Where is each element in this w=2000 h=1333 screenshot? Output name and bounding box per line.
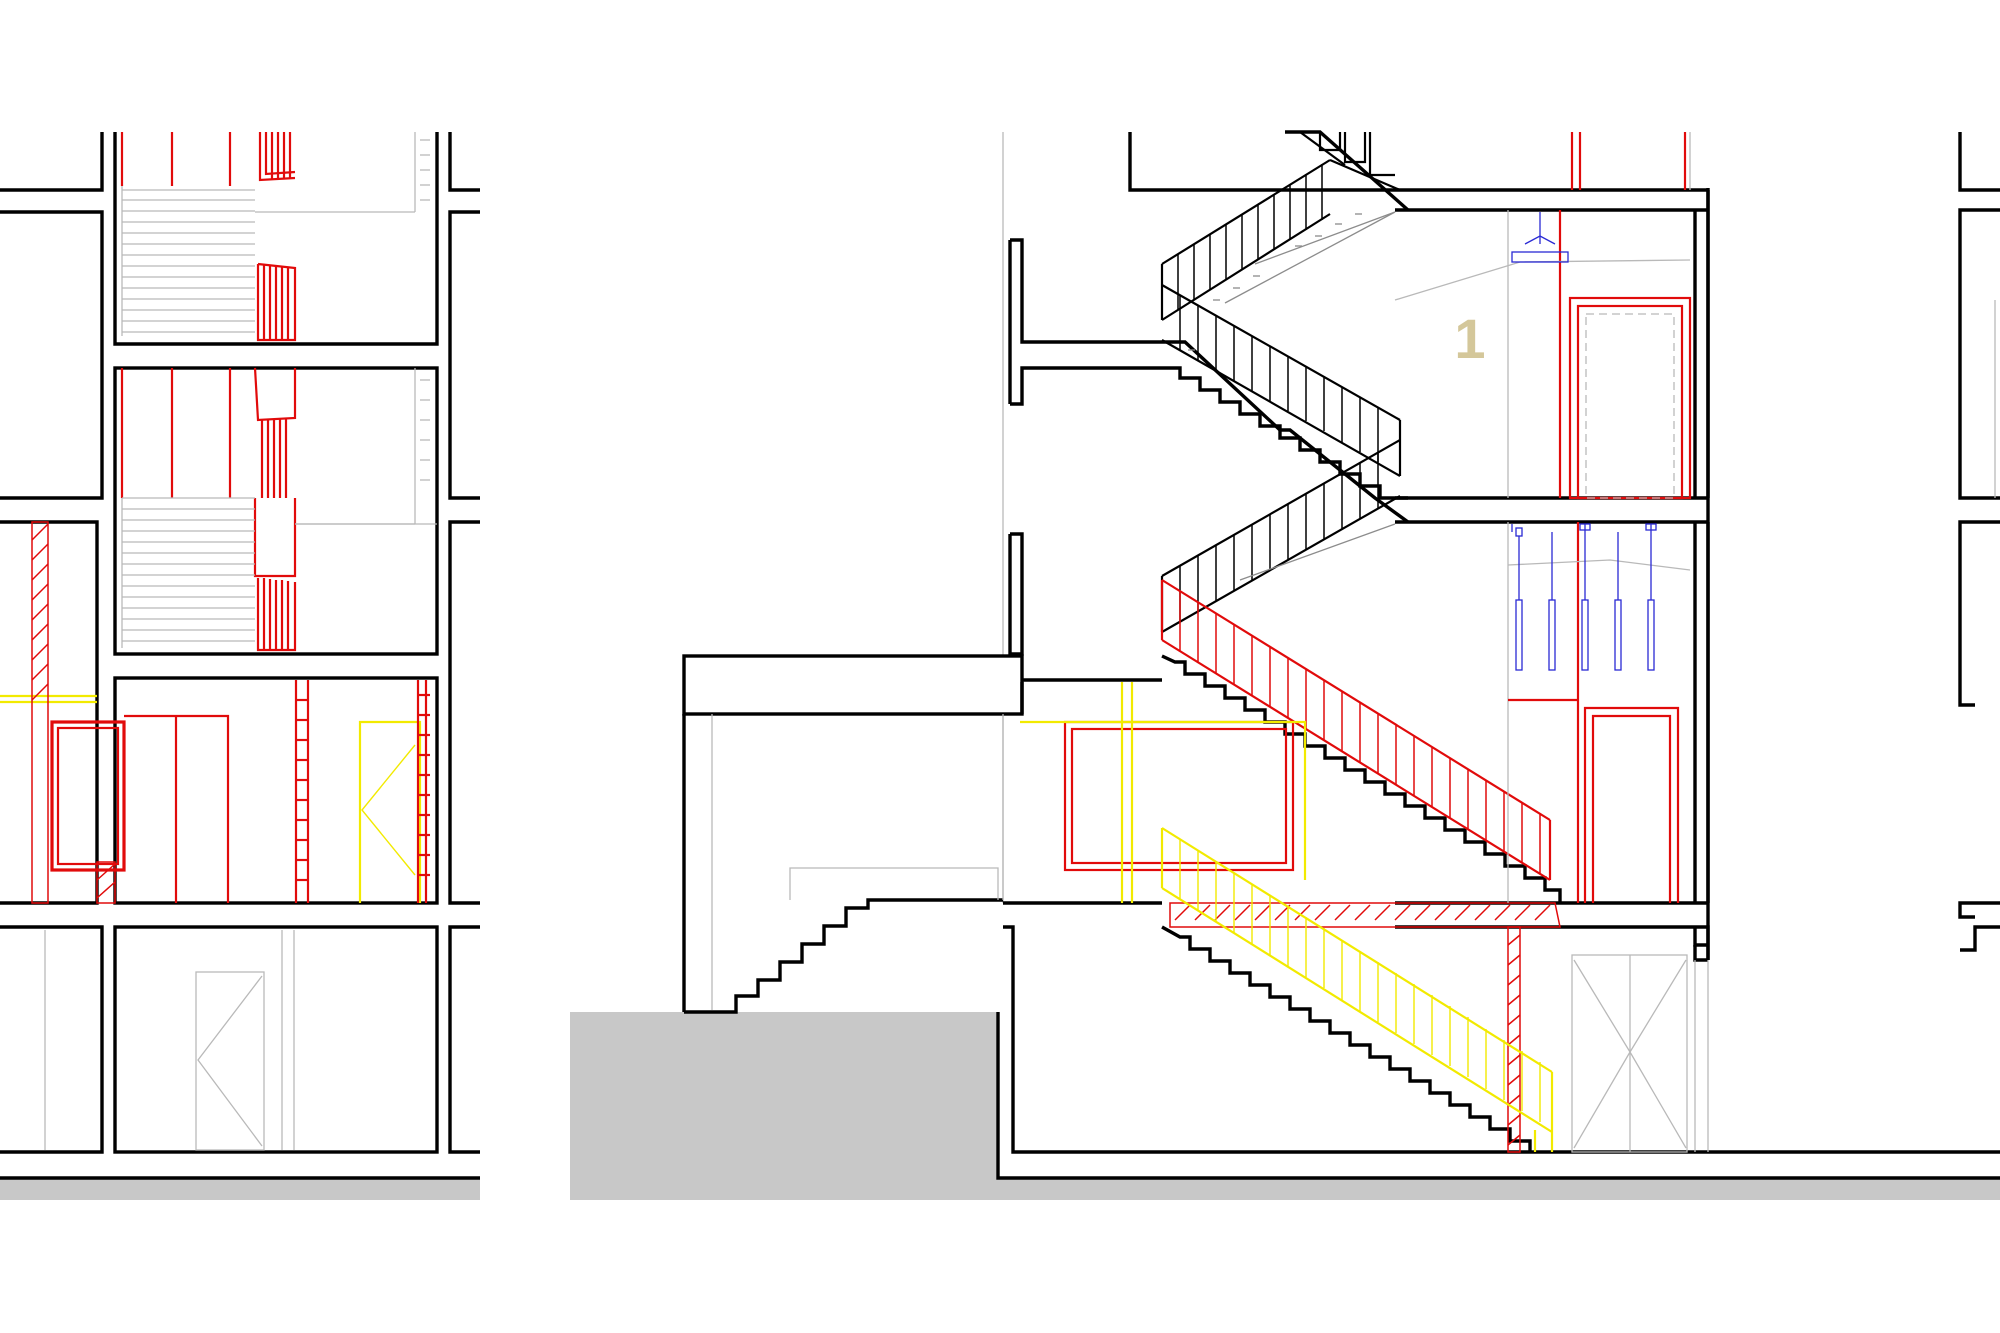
- ground-right: [570, 1012, 2000, 1200]
- ground-left: [0, 1178, 480, 1200]
- door-icon: [1583, 706, 1680, 903]
- door-icon: [1568, 296, 1692, 500]
- left-upper-stair-treads: [121, 132, 430, 336]
- middle-right-room: [1507, 522, 1691, 903]
- callout-label-1: 1: [1454, 307, 1485, 370]
- lower-right-room: [1571, 954, 1709, 1153]
- pendant-lamp-icon: [1511, 523, 1657, 671]
- red-stair-railing: [1160, 579, 1561, 1153]
- left-bottom-room: [44, 930, 295, 1151]
- left-upper-red-railing: [120, 132, 297, 342]
- left-building-section: [0, 132, 480, 1180]
- lower-stair-section: [684, 714, 1004, 1014]
- yellow-stair-railing: [1020, 682, 1554, 1152]
- left-structure: [0, 132, 480, 1180]
- pendant-lamp-icon: [1511, 212, 1569, 263]
- upper-right-room: [1394, 132, 1692, 500]
- upper-stair-flight-2: [1161, 211, 1402, 477]
- left-second-room: [120, 367, 437, 652]
- upper-stair-flight-1: [1160, 130, 1410, 524]
- central-building-section: 1: [682, 130, 2000, 1180]
- red-opening-frame: [1063, 720, 1295, 872]
- black-stringer-steps: [1161, 366, 1562, 1152]
- right-partial-section: [1958, 132, 2000, 952]
- left-third-room: [0, 521, 430, 904]
